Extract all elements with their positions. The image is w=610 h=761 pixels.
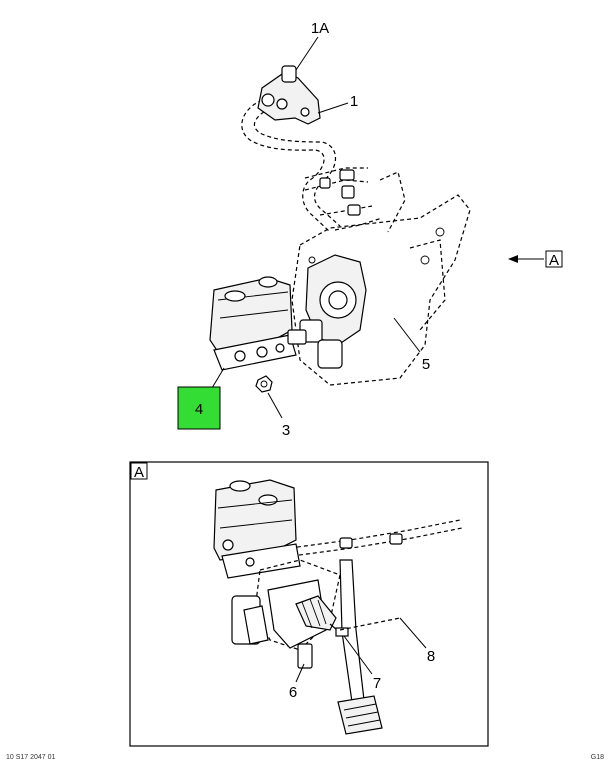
leader-lines-main <box>211 36 544 419</box>
detail-pedal-bracket <box>231 559 341 651</box>
line-fittings <box>319 169 361 216</box>
pedal-bracket-phantom <box>291 171 471 386</box>
detail-view-a: A <box>129 461 489 747</box>
callout-4[interactable]: 4 <box>195 401 203 418</box>
main-assembly-view: 4 1A 1 5 3 A <box>177 20 563 439</box>
footer-right-code: G18 <box>591 754 604 761</box>
callout-8[interactable]: 8 <box>427 648 435 665</box>
view-reference-box <box>545 250 563 268</box>
detail-brake-pedal <box>335 559 383 735</box>
detail-view-label: A <box>134 464 144 481</box>
detail-label-box <box>130 462 148 480</box>
footer-left-code: 10 S17 2047 01 <box>6 754 56 761</box>
detail-lines <box>289 519 463 557</box>
leader-lines-detail <box>295 617 427 683</box>
clutch-reservoir-assembly <box>257 65 321 125</box>
callout-1a[interactable]: 1A <box>311 20 329 37</box>
highlighted-part-box[interactable] <box>177 386 221 430</box>
callout-7[interactable]: 7 <box>373 675 381 692</box>
view-reference-label[interactable]: A <box>549 252 559 269</box>
nut <box>255 375 273 393</box>
detail-switch <box>297 643 313 669</box>
callout-1[interactable]: 1 <box>350 93 358 110</box>
callout-3[interactable]: 3 <box>282 422 290 439</box>
detail-master-cylinder <box>213 479 301 579</box>
brake-booster <box>299 254 367 369</box>
brake-master-cylinder <box>209 276 307 371</box>
callout-5[interactable]: 5 <box>422 356 430 373</box>
callout-6[interactable]: 6 <box>289 684 297 701</box>
detail-pushrod-boot <box>295 595 345 637</box>
